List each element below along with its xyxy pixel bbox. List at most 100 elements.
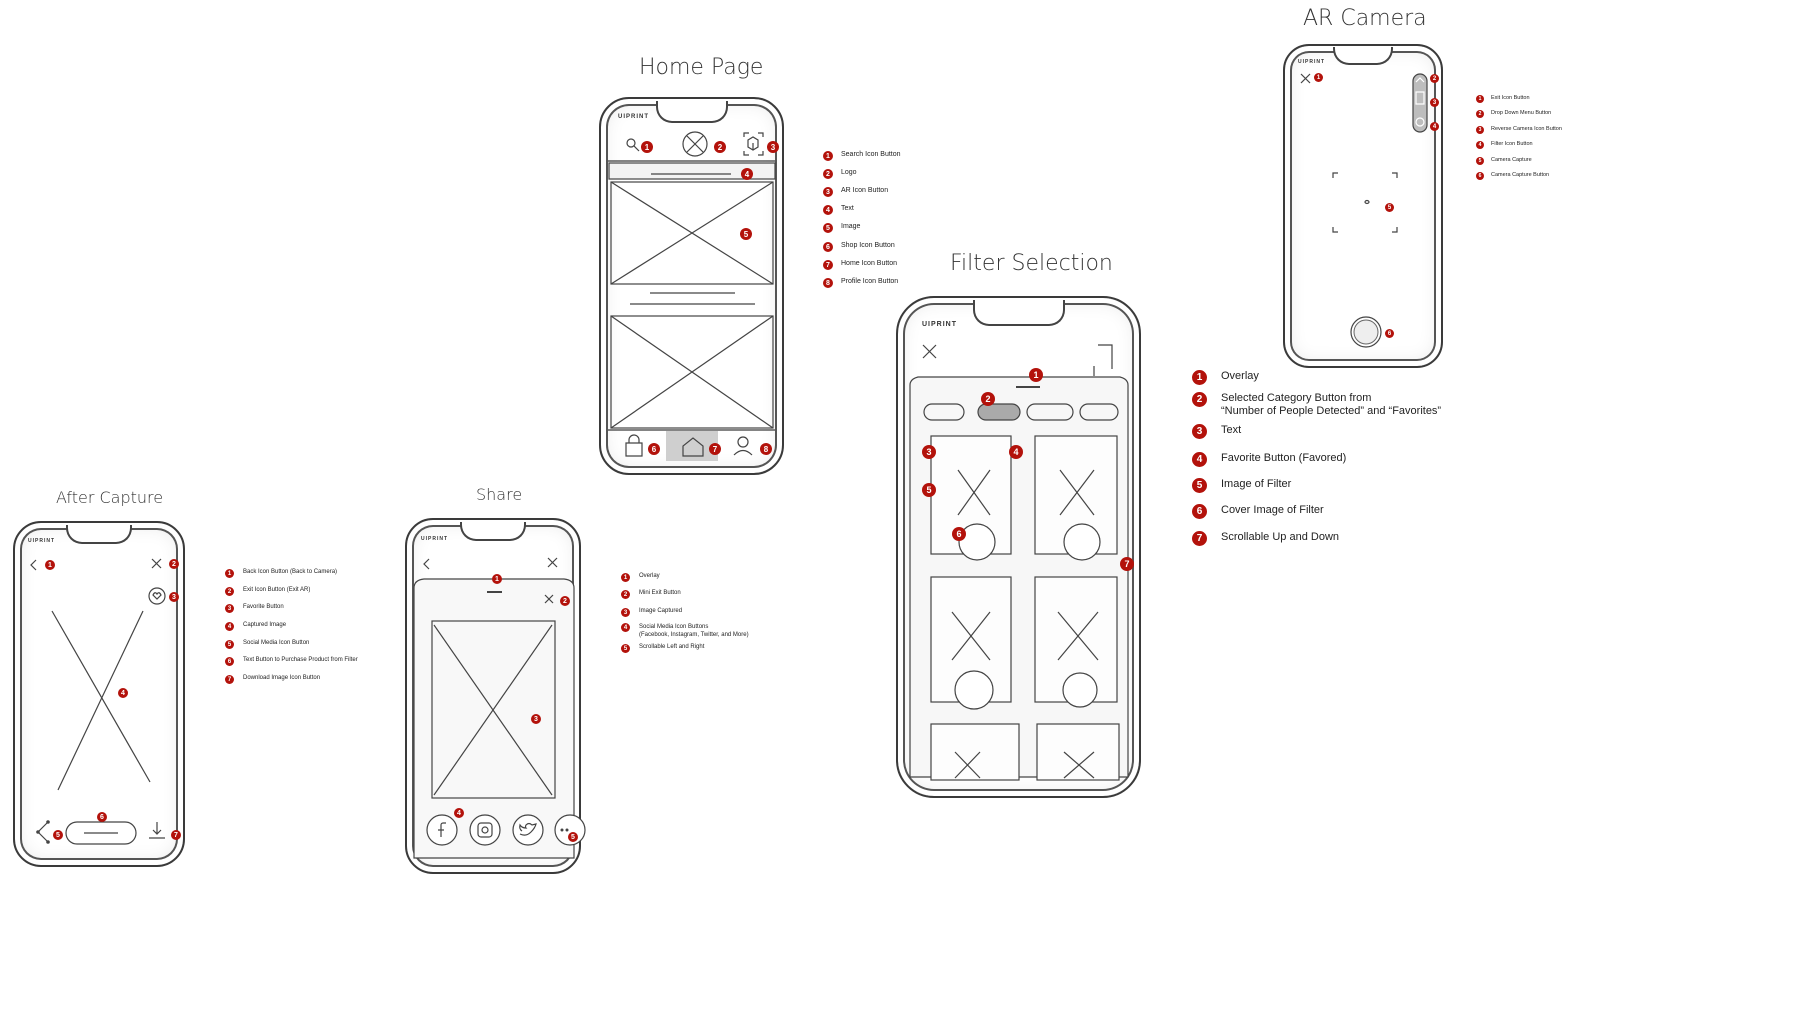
home-marker-5: 5	[740, 228, 752, 240]
ar-marker-3: 3	[1430, 98, 1439, 107]
share-marker-2: 2	[560, 596, 570, 606]
ar-legend-6: Camera Capture Button	[1491, 172, 1550, 178]
camera-capture-button[interactable]	[1350, 316, 1382, 348]
home-marker-1: 1	[641, 141, 653, 153]
home-notch	[656, 101, 728, 123]
close-icon[interactable]	[1300, 73, 1311, 84]
tab-favorites[interactable]	[1079, 403, 1119, 421]
home-phone	[599, 97, 784, 475]
download-icon[interactable]	[149, 822, 165, 839]
after-legend-7: Download Image Icon Button	[243, 675, 321, 681]
filter-marker-4: 4	[1009, 445, 1023, 459]
ar-legend-2: Drop Down Menu Button	[1491, 110, 1552, 116]
share-marker-5: 5	[568, 832, 578, 842]
home-marker-7: 7	[709, 443, 721, 455]
filter-card[interactable]	[930, 435, 1012, 561]
home-legend-6: Shop Icon Button	[841, 242, 895, 249]
twitter-icon[interactable]	[512, 814, 544, 846]
filter-legend-2: Selected Category Button from “Number of…	[1221, 392, 1442, 417]
after-marker-6: 6	[97, 812, 107, 822]
share-icon[interactable]	[36, 820, 50, 844]
share-legend-5: Scrollable Left and Right	[639, 644, 705, 650]
filter-card[interactable]	[930, 576, 1012, 710]
filter-marker-2: 2	[981, 392, 995, 406]
tab-3plus-people[interactable]	[1026, 403, 1074, 421]
reverse-camera-icon[interactable]	[1415, 91, 1425, 105]
home-legend-5: Image	[841, 223, 861, 230]
ar-cube-icon[interactable]	[743, 132, 764, 156]
share-legend-3: Image Captured	[639, 608, 683, 614]
instagram-icon[interactable]	[469, 814, 501, 846]
share-legend-2: Mini Exit Button	[639, 590, 681, 596]
after-marker-4: 4	[118, 688, 128, 698]
close-icon[interactable]	[547, 557, 558, 568]
person-icon[interactable]	[733, 436, 753, 456]
filter-card[interactable]	[1036, 723, 1120, 781]
purchase-button[interactable]	[65, 821, 137, 845]
tab-1-person[interactable]	[923, 403, 965, 421]
facebook-icon[interactable]	[426, 814, 458, 846]
share-marker-1: 1	[492, 574, 502, 584]
filter-legend-4: Favorite Button (Favored)	[1221, 452, 1347, 464]
after-title: After Capture	[56, 488, 164, 507]
home-marker-6: 6	[648, 443, 660, 455]
share-brand: UIPRINT	[421, 536, 448, 542]
ar-legend-1: Exit Icon Button	[1491, 95, 1530, 101]
after-legend-2: Exit Icon Button (Exit AR)	[243, 587, 311, 593]
ar-legend-5: Camera Capture	[1491, 157, 1532, 163]
ar-brand: UIPRINT	[1298, 59, 1325, 65]
filter-marker-1: 1	[1029, 368, 1043, 382]
share-marker-3: 3	[531, 714, 541, 724]
home-legend-8: Profile Icon Button	[841, 278, 899, 285]
logo-icon	[682, 131, 708, 157]
filter-face-icon[interactable]	[1415, 117, 1425, 127]
ar-legend-3: Reverse Camera Icon Button	[1491, 126, 1562, 132]
ar-marker-5: 5	[1385, 203, 1394, 212]
share-title: Share	[476, 485, 523, 504]
filter-marker-3: 3	[922, 445, 936, 459]
search-icon[interactable]	[626, 138, 640, 152]
after-marker-3: 3	[169, 592, 179, 602]
filter-legend-6: Cover Image of Filter	[1221, 504, 1324, 516]
ar-title: AR Camera	[1303, 6, 1427, 31]
home-legend-3: AR Icon Button	[841, 187, 889, 194]
ar-marker-1: 1	[1314, 73, 1323, 82]
home-title: Home Page	[639, 55, 764, 80]
filter-marker-6: 6	[952, 527, 966, 541]
home-marker-4: 4	[741, 168, 753, 180]
filter-card[interactable]	[1034, 576, 1118, 708]
home-marker-3: 3	[767, 141, 779, 153]
after-legend-4: Captured Image	[243, 622, 287, 628]
ar-marker-6: 6	[1385, 329, 1394, 338]
close-icon[interactable]	[922, 344, 937, 359]
after-legend-1: Back Icon Button (Back to Camera)	[243, 569, 338, 575]
after-brand: UIPRINT	[28, 538, 55, 544]
home-marker-8: 8	[760, 443, 772, 455]
ar-marker-4: 4	[1430, 122, 1439, 131]
filter-legend-5: Image of Filter	[1221, 478, 1292, 490]
home-icon[interactable]	[682, 437, 704, 457]
heart-button[interactable]	[148, 587, 166, 605]
close-icon[interactable]	[544, 594, 554, 604]
reverse-camera-icon[interactable]	[1093, 344, 1113, 376]
tab-2-people[interactable]	[977, 403, 1021, 421]
share-marker-4: 4	[454, 808, 464, 818]
ar-marker-2: 2	[1430, 74, 1439, 83]
filter-card[interactable]	[930, 723, 1020, 781]
chevron-left-icon[interactable]	[30, 559, 37, 571]
share-legend-1: Overlay	[639, 573, 660, 579]
shopping-bag-icon[interactable]	[625, 434, 643, 457]
ar-legend-4: Filter Icon Button	[1491, 141, 1533, 147]
chevron-left-icon[interactable]	[423, 558, 430, 570]
close-icon[interactable]	[151, 558, 162, 569]
filter-marker-5: 5	[922, 483, 936, 497]
filter-legend-3: Text	[1221, 424, 1242, 436]
filter-card[interactable]	[1034, 435, 1118, 561]
share-legend-4: Social Media Icon Buttons (Facebook, Ins…	[639, 624, 749, 638]
chevron-up-icon[interactable]	[1415, 77, 1425, 83]
home-legend-7: Home Icon Button	[841, 260, 898, 267]
